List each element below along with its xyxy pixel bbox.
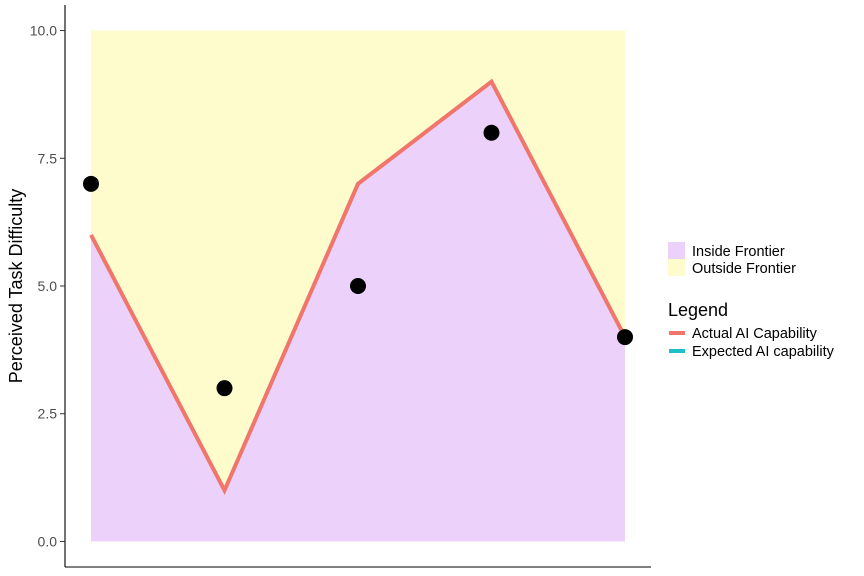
data-point: [483, 124, 500, 141]
y-tick-label: 7.5: [38, 150, 58, 166]
legend-key-region: [668, 242, 685, 259]
legend-label-region: Inside Frontier: [692, 244, 785, 260]
data-point: [617, 329, 633, 346]
legend-label-region: Outside Frontier: [692, 261, 796, 277]
legend-label-series: Actual AI Capability: [692, 326, 818, 342]
legend-label-series: Expected AI capability: [692, 344, 835, 360]
y-tick-label: 5.0: [38, 278, 58, 294]
legend-key-region: [668, 259, 685, 276]
y-axis-ticks: 0.0 2.5 5.0 7.5 10.0: [30, 23, 65, 549]
legend-title: Legend: [668, 300, 728, 320]
actual-capability-line: [89, 78, 627, 495]
data-point: [216, 380, 233, 397]
data-points: [83, 124, 633, 397]
y-tick-label: 10.0: [30, 23, 57, 39]
data-point: [350, 278, 366, 294]
y-tick-label: 2.5: [38, 406, 58, 422]
data-point: [83, 175, 99, 192]
y-tick-label: 0.0: [38, 533, 58, 549]
y-axis-title: Perceived Task Difficulty: [6, 189, 26, 383]
inside-frontier-region: [91, 81, 625, 542]
